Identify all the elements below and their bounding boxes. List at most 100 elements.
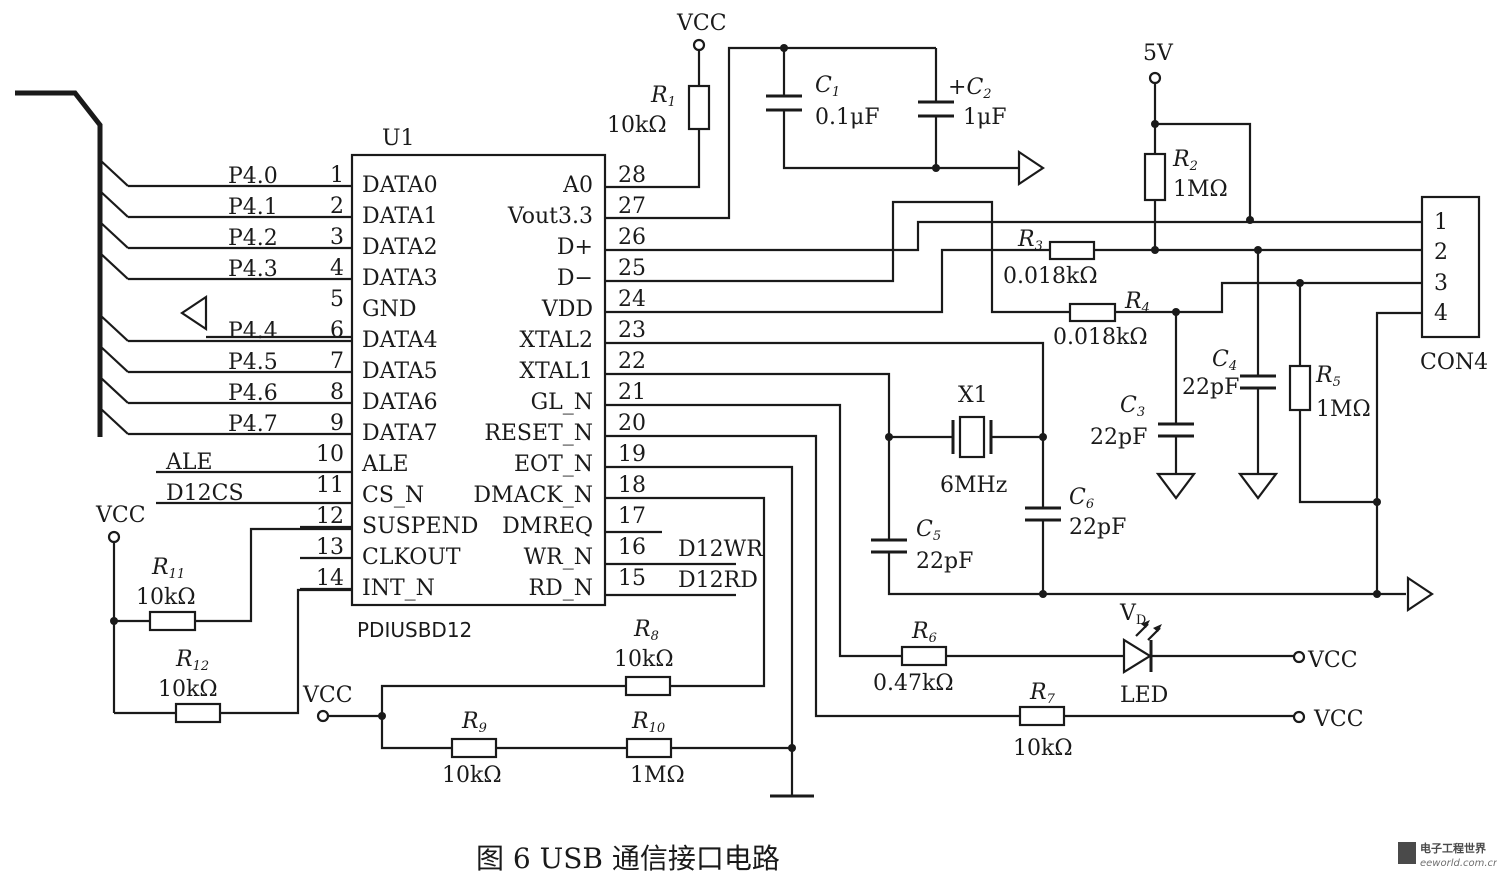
r2-ref: R — [1172, 147, 1190, 172]
pin-name-11: CS_N — [362, 483, 424, 508]
pin-name-7: DATA5 — [362, 359, 438, 384]
vcc-led-label: VCC — [1307, 648, 1358, 673]
r3-value: 0.018kΩ — [1003, 264, 1098, 289]
r4-sub: 4 — [1141, 301, 1150, 316]
c5-sub: 5 — [933, 529, 941, 544]
r2-value: 1MΩ — [1173, 177, 1228, 202]
ic-pin-26: 26 D+ — [557, 225, 646, 260]
svg-text:C6: C6 — [1069, 485, 1094, 512]
svg-text:R9: R9 — [461, 709, 487, 736]
pullup-network: VCC R11 10kΩ R12 10kΩ — [95, 503, 352, 724]
c3-value: 22pF — [1090, 425, 1147, 450]
pin-number-12: 12 — [316, 504, 344, 529]
pin-number-13: 13 — [316, 535, 344, 560]
r12-sub: 12 — [193, 659, 210, 674]
pin-number-8: 8 — [330, 380, 344, 405]
pin-name-12: SUSPEND — [362, 514, 478, 539]
vcc-r1-label: VCC — [676, 11, 727, 36]
r1-ref: R — [650, 83, 668, 108]
r7-ref: R — [1029, 680, 1047, 705]
c4-value: 22pF — [1182, 375, 1239, 400]
c4-ref: C — [1212, 347, 1229, 372]
net-label-8: P4.6 — [228, 381, 278, 406]
r12-value: 10kΩ — [158, 677, 218, 702]
pin-name-20: RESET_N — [484, 421, 593, 446]
r5-value: 1MΩ — [1316, 397, 1371, 422]
pin-number-23: 23 — [618, 318, 646, 343]
pin-number-22: 22 — [618, 349, 646, 374]
ic-pin-25: 25D− — [557, 256, 646, 291]
ic-pin-23: 23 XTAL2 — [519, 318, 646, 353]
net-label-1: P4.0 — [228, 164, 278, 189]
svg-text:R10: R10 — [631, 709, 665, 736]
pin-name-22: XTAL1 — [519, 359, 593, 384]
pin-name-23: XTAL2 — [519, 328, 593, 353]
c1-value: 0.1μF — [815, 105, 880, 130]
pin-name-26: D+ — [557, 235, 593, 260]
dma-network: VCC R8 10kΩ R9 10kΩ R10 1MΩ — [302, 465, 814, 798]
svg-text:R5: R5 — [1315, 363, 1341, 390]
pin-number-4: 4 — [330, 256, 344, 281]
net-label-2: P4.1 — [228, 195, 278, 220]
pin-number-26: 26 — [618, 225, 646, 250]
pin-number-11: 11 — [316, 473, 344, 498]
r8-value: 10kΩ — [614, 647, 674, 672]
r9-ref: R — [461, 709, 479, 734]
pin-number-14: 14 — [316, 566, 344, 591]
pin-number-27: 27 — [618, 194, 646, 219]
r11-ref: R — [151, 555, 169, 580]
svg-text:R8: R8 — [633, 617, 659, 644]
con4-label: CON4 — [1420, 350, 1488, 375]
c2-plus: + — [948, 75, 966, 100]
pin-name-14: INT_N — [362, 576, 435, 601]
r11-value: 10kΩ — [136, 585, 196, 610]
pin-number-6: 6 — [330, 318, 344, 343]
pin-name-4: DATA3 — [362, 266, 438, 291]
c6-sub: 6 — [1086, 497, 1094, 512]
net-label-11: D12CS — [166, 481, 244, 506]
r3-ref: R — [1017, 227, 1035, 252]
r12-ref: R — [175, 647, 193, 672]
con4-pin-3: 3 — [1434, 271, 1448, 296]
pin-number-15: 15 — [618, 566, 646, 591]
pin-number-5: 5 — [330, 287, 344, 312]
svg-text:R6: R6 — [911, 619, 937, 646]
pin-name-8: DATA6 — [362, 390, 438, 415]
c2-value: 1μF — [963, 105, 1007, 130]
svg-text:C4: C4 — [1212, 347, 1237, 374]
pin-name-6: DATA4 — [362, 328, 438, 353]
r1-sub: 1 — [668, 95, 676, 110]
r7-sub: 7 — [1047, 692, 1056, 707]
ic-pin-8: 8 DATA6 P4.6 — [128, 380, 438, 415]
c1-sub: 1 — [832, 85, 840, 100]
pin-name-15: RD_N — [529, 576, 593, 601]
net-label-7: P4.5 — [228, 350, 278, 375]
pin-number-19: 19 — [618, 442, 646, 467]
r5-sub: 5 — [1333, 375, 1341, 390]
r4-ref: R — [1124, 289, 1142, 314]
pin-number-1: 1 — [330, 163, 344, 188]
ic-right-pins: 28A027Vout3.326D+25D−24VDD23XTAL222XTAL1… — [473, 163, 764, 601]
ic-pin-22: 22 XTAL1 — [519, 349, 646, 384]
pin-name-2: DATA1 — [362, 204, 438, 229]
r6-value: 0.47kΩ — [873, 671, 954, 696]
c6-ref: C — [1069, 485, 1086, 510]
ic-pin-12: 12 SUSPEND — [300, 504, 478, 539]
r9-value: 10kΩ — [442, 763, 502, 788]
pin-name-13: CLKOUT — [362, 545, 461, 570]
vcc-r7-label: VCC — [1313, 707, 1364, 732]
svg-text:R2: R2 — [1172, 147, 1198, 174]
r7-value: 10kΩ — [1013, 736, 1073, 761]
